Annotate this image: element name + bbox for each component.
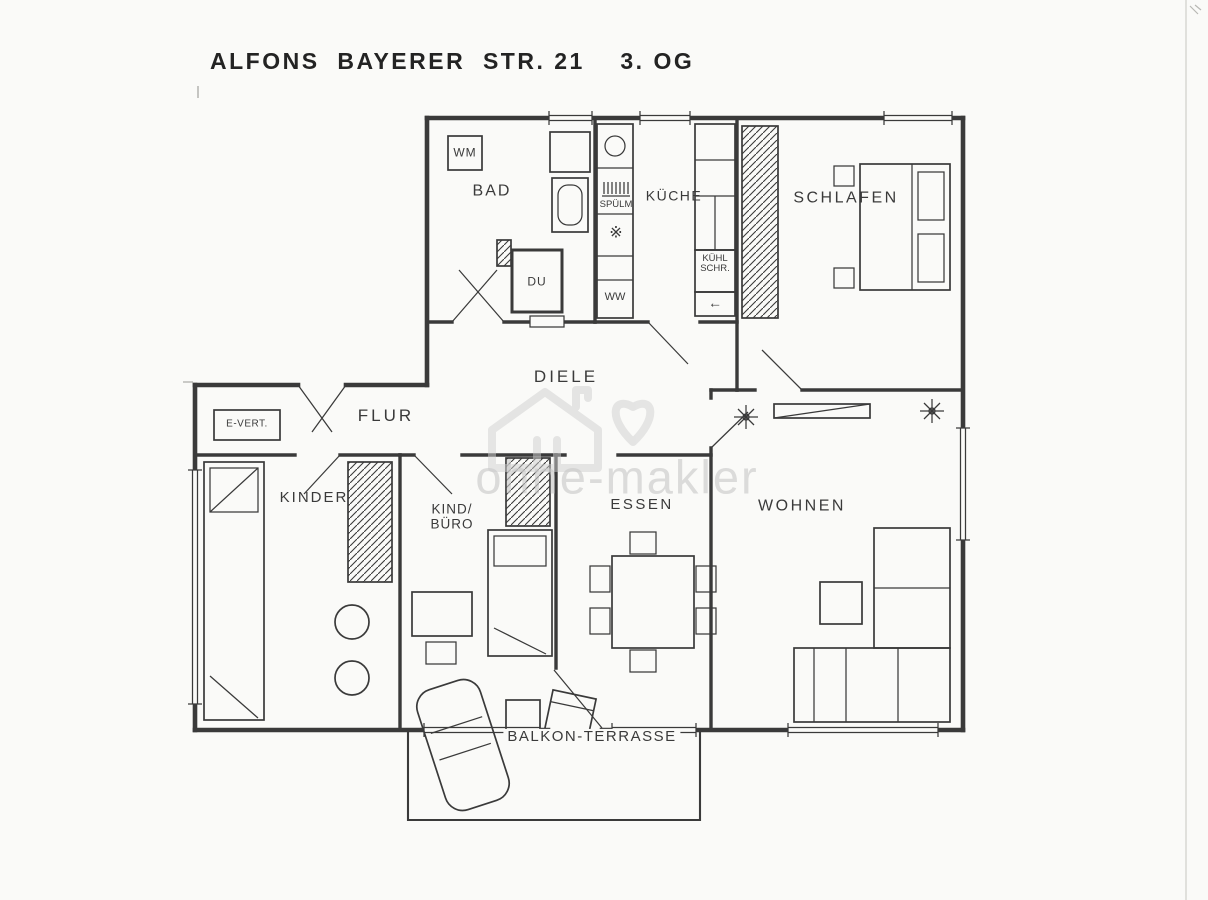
hob-icon: ※ [609, 224, 623, 242]
electrical-distribution-box [213, 409, 281, 441]
room-label-kinder: KINDER [279, 488, 349, 506]
wardrobes-hatched [347, 125, 779, 583]
balcony-outline [406, 728, 702, 822]
kitchen-fixtures [596, 123, 736, 319]
bedroom-furniture [833, 163, 951, 291]
outer-walls [192, 115, 966, 733]
room-label-wohnen: WOHNEN [758, 497, 846, 515]
room-label-bad: BAD [472, 182, 512, 200]
room-label-du: DU [527, 274, 547, 289]
room-label-ww: WW [604, 291, 626, 304]
livingroom-furniture [734, 399, 951, 723]
watermark-text: ohne-makler [475, 450, 759, 504]
windows [188, 111, 970, 737]
watermark-house-icon [488, 386, 655, 472]
bathroom-fixtures [447, 131, 591, 328]
scan-artifacts [183, 0, 1202, 900]
kuehl-line1: KÜHL [702, 252, 728, 264]
kind-line1: KIND/ [431, 501, 473, 517]
dining-furniture [589, 531, 717, 673]
entry-arrow-icon: ← [708, 294, 722, 311]
childroom-office-furniture [411, 529, 553, 665]
room-label-kueche: KÜCHE [645, 187, 703, 204]
room-label-diele: DIELE [533, 366, 599, 386]
room-label-kuehlschrank: KÜHL SCHR. [700, 252, 730, 275]
plan-title: ALFONS BAYERER STR. 21 3. OG [210, 48, 695, 74]
room-label-wm: WM [453, 145, 477, 160]
room-label-flur: FLUR [357, 405, 415, 425]
room-label-schlafen: SCHLAFEN [793, 189, 899, 207]
room-label-spuelm: SPÜLM [599, 198, 633, 210]
kind-line2: BÜRO [430, 516, 474, 531]
door-swings [297, 269, 803, 729]
plant-icon [734, 399, 944, 429]
room-label-kind-buero: KIND/ BÜRO [430, 502, 473, 531]
room-label-balkon-terrasse: BALKON-TERRASSE [503, 728, 681, 746]
room-label-essen: ESSEN [610, 495, 674, 513]
kuehl-line2: SCHR. [700, 263, 730, 274]
interior-walls [193, 116, 965, 732]
childroom-furniture [203, 461, 370, 721]
room-label-evert: E-VERT. [226, 418, 268, 430]
